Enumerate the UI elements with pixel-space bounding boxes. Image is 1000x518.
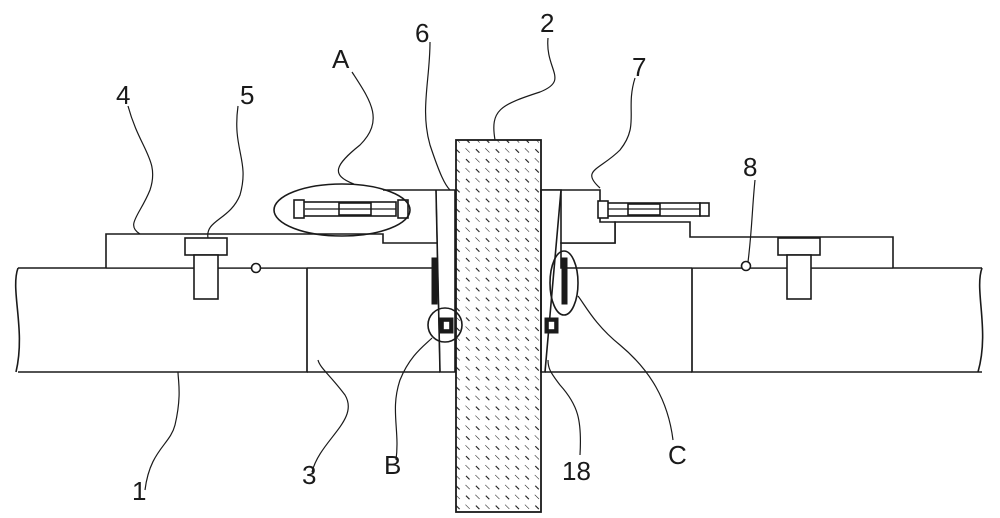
label-8: 8 bbox=[743, 152, 757, 182]
detail-c-circle bbox=[549, 250, 579, 316]
left-gasket-core bbox=[442, 320, 451, 331]
left-pin bbox=[250, 262, 262, 274]
detail-a-circle bbox=[273, 183, 411, 237]
label-b: B bbox=[384, 450, 401, 480]
label-2: 2 bbox=[540, 8, 554, 38]
left-bolt bbox=[184, 237, 228, 300]
left-clamp bbox=[293, 199, 409, 219]
leader-lines bbox=[127, 37, 756, 491]
left-seal-strip bbox=[431, 257, 438, 305]
left-top-plate bbox=[105, 233, 439, 269]
label-5: 5 bbox=[240, 80, 254, 110]
label-1: 1 bbox=[132, 476, 146, 506]
right-bolt bbox=[777, 237, 821, 300]
label-c: C bbox=[668, 440, 687, 470]
right-pin bbox=[740, 260, 752, 272]
right-seal-strip bbox=[561, 257, 568, 305]
label-7: 7 bbox=[632, 52, 646, 82]
label-4: 4 bbox=[116, 80, 130, 110]
groove-walls bbox=[306, 268, 693, 372]
left-sleeve bbox=[383, 189, 456, 373]
label-6: 6 bbox=[415, 18, 429, 48]
label-18: 18 bbox=[562, 456, 591, 486]
detail-b-circle bbox=[427, 307, 463, 343]
right-clamp bbox=[597, 200, 710, 219]
label-3: 3 bbox=[302, 460, 316, 490]
right-gasket-core bbox=[547, 320, 556, 331]
label-a: A bbox=[332, 44, 350, 74]
central-column bbox=[455, 139, 542, 513]
